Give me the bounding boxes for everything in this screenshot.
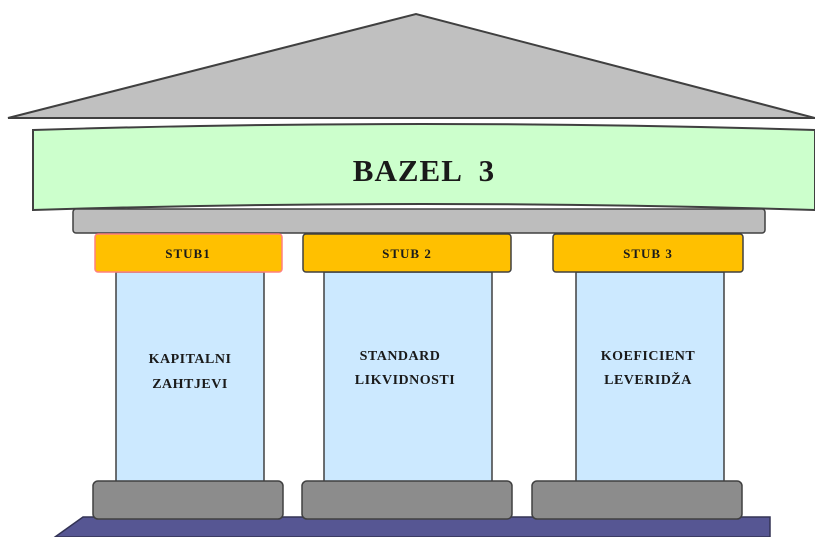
pillar-cap-label: STUB 3 bbox=[623, 246, 673, 261]
pillar-cap-label: STUB 2 bbox=[382, 246, 432, 261]
pillar-shaft bbox=[575, 271, 725, 485]
pillar-cap-label: STUB1 bbox=[165, 246, 210, 261]
pillar-capital bbox=[552, 233, 744, 273]
pillar-3: STUB 3 KOEFICIENT LEVERIDŽA bbox=[531, 233, 744, 520]
pillar-base-block bbox=[301, 480, 513, 520]
pillar-body-line2: LIKVIDNOSTI bbox=[355, 373, 455, 388]
title-banner bbox=[32, 123, 815, 212]
pillar-body-line2: ZAHTJEVI bbox=[152, 377, 228, 392]
architrave bbox=[72, 208, 766, 234]
pillar-1: STUB1 KAPITALNI ZAHTJEVI bbox=[92, 233, 284, 520]
pillar-body-line1: STANDARD bbox=[360, 349, 441, 364]
roof bbox=[7, 12, 815, 119]
pillar-base-block bbox=[92, 480, 284, 520]
pillar-capital bbox=[302, 233, 512, 273]
pillar-base-block bbox=[531, 480, 743, 520]
foundation bbox=[53, 516, 771, 537]
pillar-shaft bbox=[115, 271, 265, 485]
pillar-capital bbox=[94, 233, 283, 273]
pillar-body-line1: KOEFICIENT bbox=[601, 349, 696, 364]
pillar-body-line2: LEVERIDŽA bbox=[604, 371, 692, 388]
title-text: BAZEL 3 bbox=[353, 153, 495, 188]
pillar-body-line1: KAPITALNI bbox=[149, 352, 232, 367]
pillar-2: STUB 2 STANDARD LIKVIDNOSTI bbox=[301, 233, 513, 520]
